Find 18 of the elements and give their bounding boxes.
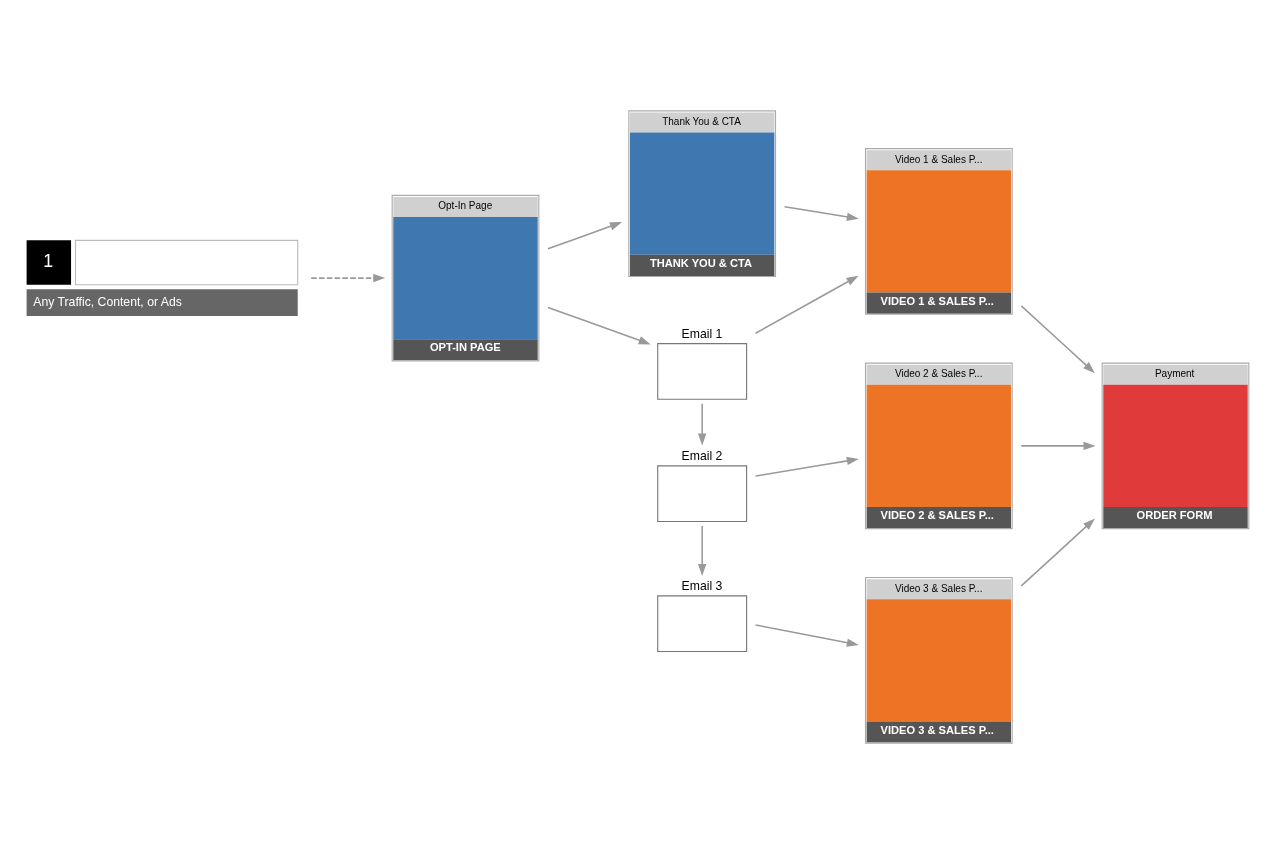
arrow xyxy=(547,222,623,250)
arrow xyxy=(697,525,707,576)
arrow xyxy=(754,624,859,647)
arrow xyxy=(697,403,707,446)
node-box xyxy=(657,595,748,652)
node-label: Email 3 xyxy=(681,579,723,594)
arrow xyxy=(1020,441,1096,451)
node-label: Email 2 xyxy=(681,449,723,464)
arrow xyxy=(754,275,859,335)
arrow xyxy=(1020,305,1095,374)
node-box xyxy=(657,343,748,400)
arrow xyxy=(754,456,859,477)
arrow xyxy=(1020,518,1095,587)
node-label: Email 1 xyxy=(681,326,723,341)
arrow xyxy=(310,273,386,283)
node-box xyxy=(657,465,748,522)
arrow xyxy=(547,306,651,345)
arrow xyxy=(783,206,859,221)
